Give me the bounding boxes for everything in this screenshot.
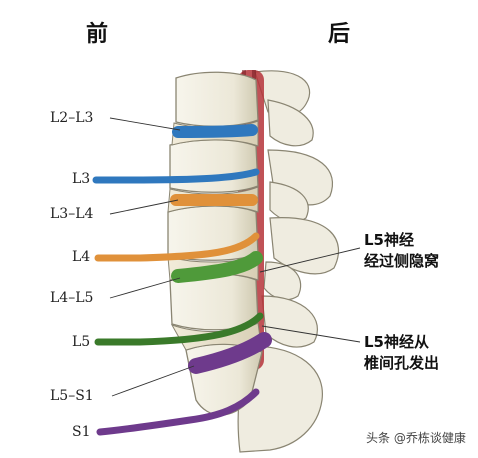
back-label: 后 [328, 22, 353, 47]
annotation-lateral-recess-line1: L5神经 [364, 231, 414, 249]
level-label-s1: S1 [72, 424, 91, 440]
nerve-l5 [94, 312, 264, 346]
level-label-l3: L3 [72, 171, 91, 187]
level-label-l2-l3: L2–L3 [50, 110, 94, 126]
vertebra-l3 [169, 139, 259, 193]
level-label-l5: L5 [72, 334, 91, 350]
vertebra-l2 [175, 71, 259, 127]
spinous-process-l5 [261, 295, 319, 348]
articular-process-l3 [269, 181, 309, 223]
nerve-s1 [96, 388, 260, 436]
articular-process-l2 [267, 99, 314, 147]
level-label-l5-s1: L5–S1 [50, 388, 94, 404]
level-label-l4: L4 [72, 249, 91, 265]
watermark: 头条 @乔栋谈健康 [366, 431, 466, 445]
annotation-foramen: L5神经从 椎间孔发出 [364, 332, 439, 374]
annotation-foramen-line1: L5神经从 [364, 333, 429, 351]
nerve-l4-l5 [171, 251, 263, 283]
nerve-l3 [92, 168, 260, 184]
leader-lines [109, 117, 361, 397]
leader-foramen [261, 325, 361, 343]
level-label-l3-l4: L3–L4 [50, 206, 94, 222]
leader-l4-l5 [109, 277, 181, 299]
posterior-processes [237, 70, 339, 453]
leader-l3-l4 [109, 199, 179, 215]
annotation-lateral-recess-line2: 经过侧隐窝 [364, 252, 440, 270]
nerve-roots [92, 124, 272, 436]
nerve-l2 [172, 124, 258, 138]
articular-process-l4 [263, 261, 302, 301]
level-label-l4-l5: L4–L5 [50, 290, 94, 306]
nerve-l4 [94, 232, 260, 262]
annotation-lateral-recess: L5神经 经过侧隐窝 [364, 230, 439, 272]
leader-l2-l3 [109, 117, 181, 131]
leader-lateral-recess [259, 247, 361, 273]
annotation-foramen-line2: 椎间孔发出 [364, 354, 440, 372]
front-label: 前 [86, 22, 111, 47]
nerve-l5-s1 [188, 332, 272, 374]
leader-l5-s1 [111, 365, 195, 397]
